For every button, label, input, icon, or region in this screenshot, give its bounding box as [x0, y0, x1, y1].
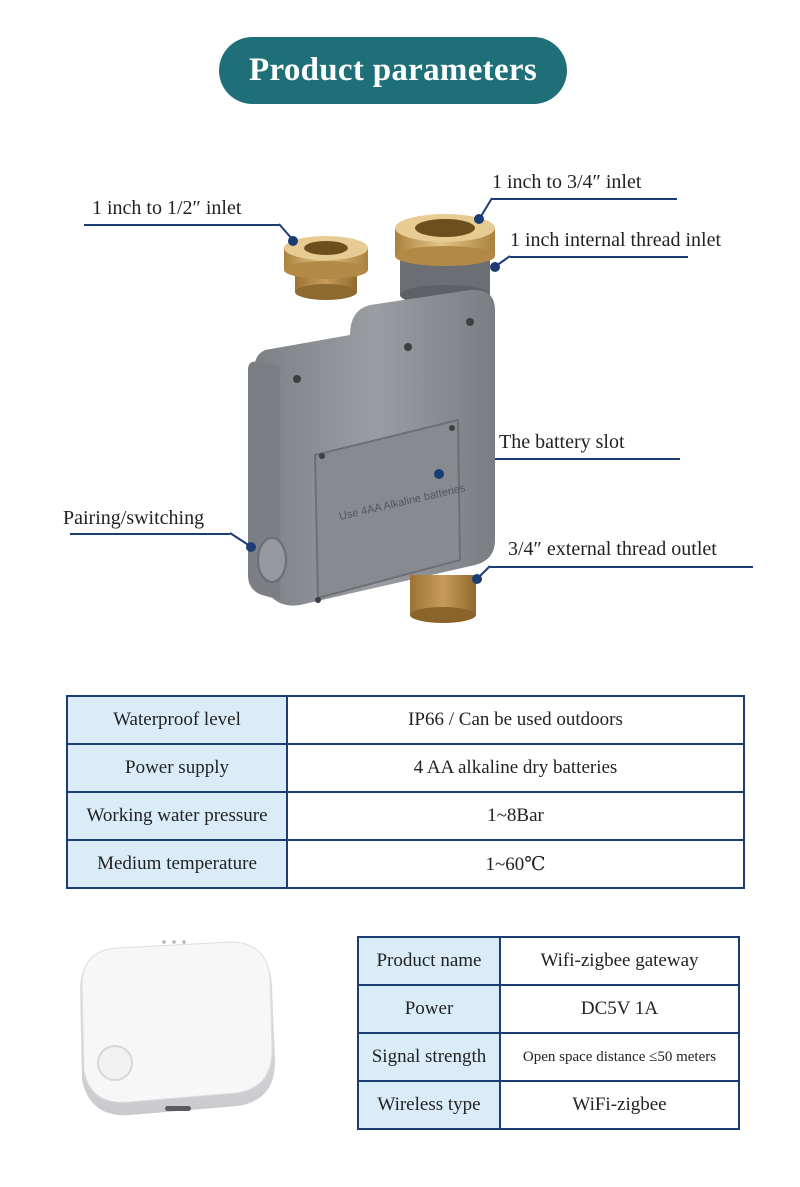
page-title: Product parameters: [219, 37, 567, 104]
callout-internal-thread-inlet: 1 inch internal thread inlet: [510, 229, 722, 251]
callout-inlet-three-quarter: 1 inch to 3/4″ inlet: [492, 171, 642, 193]
gateway-device-illustration: [80, 940, 276, 1116]
spec-value: 4 AA alkaline dry batteries: [286, 743, 745, 793]
spec-value: IP66 / Can be used outdoors: [286, 695, 745, 745]
spec-label: Medium temperature: [66, 839, 288, 889]
callout-line-outlet: [490, 566, 753, 568]
spec-label: Power: [357, 984, 501, 1034]
spec-label: Wireless type: [357, 1080, 501, 1130]
spec-label: Product name: [357, 936, 501, 986]
spec-value: 1~60℃: [286, 839, 745, 889]
spec-value: Open space distance ≤50 meters: [499, 1032, 740, 1082]
valve-device-illustration: Use 4AA Alkaline batteries: [229, 197, 511, 623]
brass-adapter-half: [284, 236, 368, 300]
spec-value: DC5V 1A: [499, 984, 740, 1034]
spec-label: Working water pressure: [66, 791, 288, 841]
brass-outlet: [410, 575, 476, 623]
valve-body: [248, 289, 495, 606]
spec-value: WiFi-zigbee: [499, 1080, 740, 1130]
spec-label: Signal strength: [357, 1032, 501, 1082]
spec-label: Power supply: [66, 743, 288, 793]
callout-battery-slot: The battery slot: [499, 431, 625, 453]
callout-line-inlet-three-quarter: [492, 198, 677, 200]
spec-value: 1~8Bar: [286, 791, 745, 841]
spec-value: Wifi-zigbee gateway: [499, 936, 740, 986]
callout-pairing: Pairing/switching: [63, 507, 205, 529]
callout-line-inlet-half: [84, 224, 279, 226]
callout-outlet: 3/4″ external thread outlet: [508, 538, 717, 560]
pairing-button: [257, 537, 287, 583]
usb-port: [165, 1106, 191, 1111]
spec-label: Waterproof level: [66, 695, 288, 745]
callout-line-pairing: [70, 533, 230, 535]
brass-adapter-three-quarter: [395, 214, 495, 266]
gateway-button: [97, 1045, 133, 1081]
callout-line-internal-thread: [510, 256, 688, 258]
callout-line-battery-slot: [452, 458, 680, 460]
callout-inlet-half: 1 inch to 1/2″ inlet: [92, 197, 242, 219]
